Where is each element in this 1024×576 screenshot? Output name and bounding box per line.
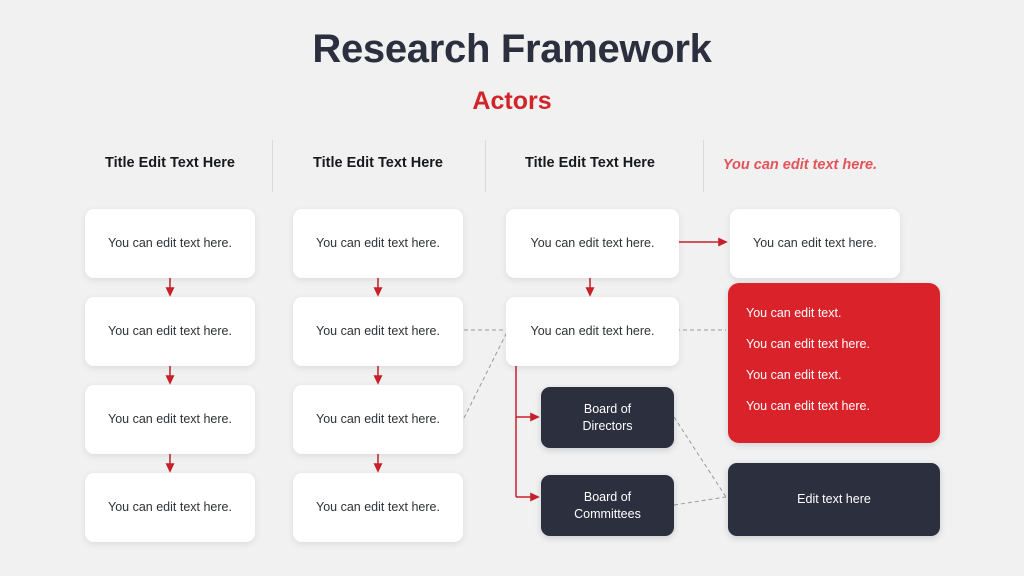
col1-box-1-label: You can edit text here. [108,236,232,251]
board-of-directors-box[interactable]: Board of Directors [541,387,674,448]
board-of-directors-label: Board of Directors [582,401,632,435]
col1-box-4[interactable]: You can edit text here. [85,473,255,542]
column-header-3: Title Edit Text Here [525,155,655,171]
column-header-1: Title Edit Text Here [105,155,235,171]
board-of-committees-box[interactable]: Board of Committees [541,475,674,536]
column-divider-2 [485,140,486,192]
col1-box-3[interactable]: You can edit text here. [85,385,255,454]
board-of-committees-line2: Committees [574,506,641,521]
column-header-2: Title Edit Text Here [313,155,443,171]
col3-box-2[interactable]: You can edit text here. [506,297,679,366]
col4-top-box[interactable]: You can edit text here. [730,209,900,278]
col4-top-box-label: You can edit text here. [753,236,877,251]
col3-box-1[interactable]: You can edit text here. [506,209,679,278]
col1-box-2[interactable]: You can edit text here. [85,297,255,366]
column-header-4: You can edit text here. [722,157,878,173]
column-divider-1 [272,140,273,192]
col1-box-2-label: You can edit text here. [108,324,232,339]
col4-bottom-box[interactable]: Edit text here [728,463,940,536]
col4-red-line-1: You can edit text. [746,306,842,320]
col4-red-line-3: You can edit text. [746,367,842,382]
col2-box-3[interactable]: You can edit text here. [293,385,463,454]
col1-box-4-label: You can edit text here. [108,500,232,515]
col2-box-3-label: You can edit text here. [316,412,440,427]
page-subtitle: Actors [472,87,552,115]
col2-box-1-label: You can edit text here. [316,236,440,251]
col3-box-1-label: You can edit text here. [530,236,655,251]
col4-red-line-2: You can edit text here. [746,336,870,351]
column-divider-3 [703,140,704,192]
col4-red-box[interactable]: You can edit text. You can edit text her… [728,283,940,443]
col3-box-2-label: You can edit text here. [530,324,655,339]
col2-box-4-label: You can edit text here. [316,500,440,515]
col2-box-2-label: You can edit text here. [316,324,440,339]
branch-arrows-to-boards [516,412,540,502]
page-title: Research Framework [312,27,712,71]
col2-box-2[interactable]: You can edit text here. [293,297,463,366]
board-of-committees-label: Board of Committees [574,489,641,523]
board-of-directors-line1: Board of [583,401,632,416]
col4-bottom-box-label: Edit text here [797,492,871,507]
col2-box-1[interactable]: You can edit text here. [293,209,463,278]
col4-red-line-4: You can edit text here. [746,398,870,413]
board-of-directors-line2: Directors [582,418,633,433]
col1-box-1[interactable]: You can edit text here. [85,209,255,278]
col2-box-4[interactable]: You can edit text here. [293,473,463,542]
board-of-committees-line1: Board of [583,489,632,504]
col1-box-3-label: You can edit text here. [108,412,232,427]
